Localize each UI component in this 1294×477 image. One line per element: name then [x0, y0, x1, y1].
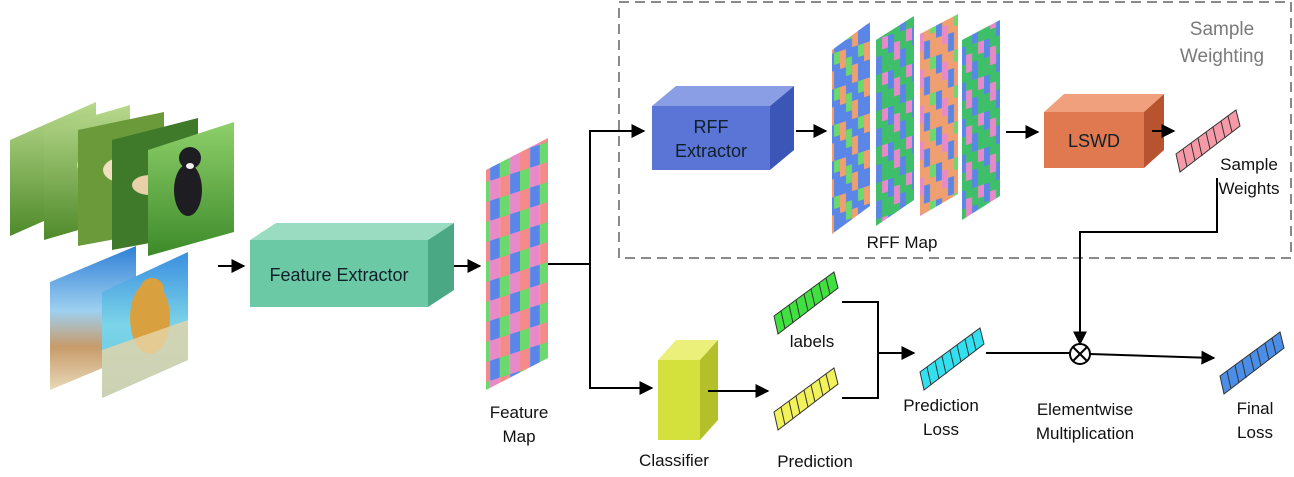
labels-vector [773, 271, 839, 335]
circled-times-icon [1069, 343, 1091, 365]
arrow-multiply-to-final [1089, 350, 1216, 365]
rff-map-label: RFF Map [867, 233, 938, 252]
labels-label: labels [790, 332, 834, 351]
rff-map [832, 14, 1000, 234]
dog-photo-stack-icon [10, 102, 234, 256]
beach-photo-stack-icon [50, 246, 188, 398]
input-images [10, 102, 234, 398]
rff-extractor-box: RFF Extractor [652, 86, 794, 170]
prediction-loss-vector [919, 327, 985, 391]
branch-connector [548, 124, 654, 395]
rff-extractor-label-line2: Extractor [675, 141, 747, 161]
loss-connector [842, 301, 916, 399]
feature-map [486, 138, 548, 390]
sample-weighting-title-line1: Sample [1190, 19, 1254, 40]
prediction-vector [773, 367, 839, 431]
prediction-loss-label-line2: Loss [923, 420, 959, 439]
feature-extractor-box: Feature Extractor [250, 223, 454, 307]
rff-extractor-label-line1: RFF [694, 117, 729, 137]
elementwise-label-line1: Elementwise [1037, 400, 1133, 419]
prediction-loss-label-line1: Prediction [903, 396, 979, 415]
feature-map-label-line2: Map [502, 427, 535, 446]
sample-weights-vector [1175, 109, 1241, 173]
final-loss-vector [1219, 331, 1285, 395]
lswd-label: LSWD [1068, 131, 1120, 151]
final-loss-label-line1: Final [1237, 399, 1274, 418]
arrow-weights-to-multiply [1073, 178, 1218, 346]
final-loss-label-line2: Loss [1237, 423, 1273, 442]
classifier-label: Classifier [639, 451, 709, 470]
sample-weights-label-line1: Sample [1220, 155, 1278, 174]
prediction-label: Prediction [777, 452, 853, 471]
elementwise-label-line2: Multiplication [1036, 424, 1134, 443]
lswd-box: LSWD [1044, 94, 1164, 168]
feature-map-label-line1: Feature [490, 403, 549, 422]
sample-weighting-title-line2: Weighting [1180, 46, 1264, 67]
sample-weighting-region [618, 1, 1292, 259]
feature-extractor-label: Feature Extractor [269, 265, 408, 285]
sample-weights-label-line2: Weights [1218, 179, 1279, 198]
